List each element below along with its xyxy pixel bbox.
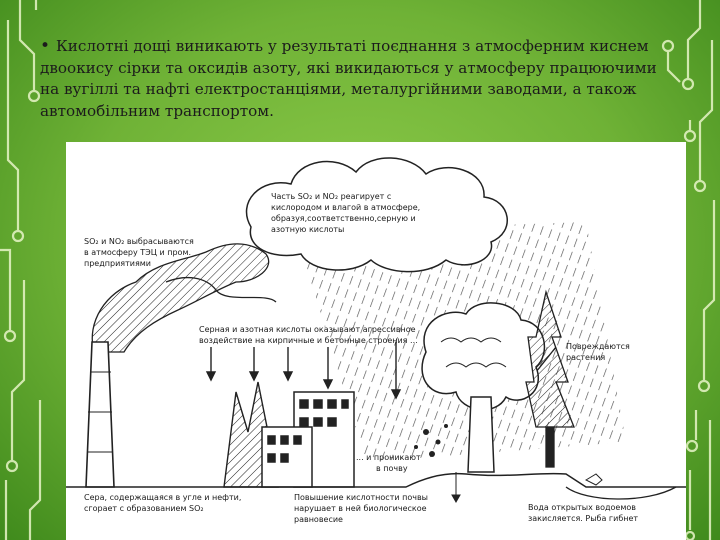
caption-soil-acidity: Повышение кислотности почвы нарушает в н… xyxy=(294,493,431,524)
cloud-icon xyxy=(245,157,508,273)
bullet-paragraph: •Кислотні дощі виникають у результаті по… xyxy=(40,36,680,122)
bullet-text: Кислотні дощі виникають у результаті поє… xyxy=(40,37,657,120)
fir-tree-icon xyxy=(525,289,575,468)
bullet-dot-icon: • xyxy=(40,36,51,56)
caption-cloud-reaction: Часть SO₂ и NO₂ реагирует с кислородом и… xyxy=(271,192,423,234)
smoke-plume-icon xyxy=(91,243,277,353)
pond-icon xyxy=(565,473,677,500)
caption-coal-sulfur: Сера, содержащаяся в угле и нефти, сгора… xyxy=(84,493,244,513)
acid-rain-illustration: SO₂ и NO₂ выбрасываются в атмосферу ТЭЦ … xyxy=(66,142,686,540)
caption-soil: ... и проникают в почву xyxy=(356,453,423,473)
caption-buildings: Серная и азотная кислоты оказывают агрес… xyxy=(199,325,418,345)
smokestack-icon xyxy=(85,341,115,488)
arrows-icon xyxy=(205,342,557,400)
caption-emission: SO₂ и NO₂ выбрасываются в атмосферу ТЭЦ … xyxy=(84,237,196,268)
caption-plants: Повреждаются растения xyxy=(566,342,632,362)
tree-icon xyxy=(421,302,546,473)
caption-water-acidification: Вода открытых водоемов закисляется. Рыба… xyxy=(528,503,639,523)
fish-icon xyxy=(584,473,603,486)
falling-leaves-icon xyxy=(414,424,448,457)
buildings-icon xyxy=(261,391,355,488)
